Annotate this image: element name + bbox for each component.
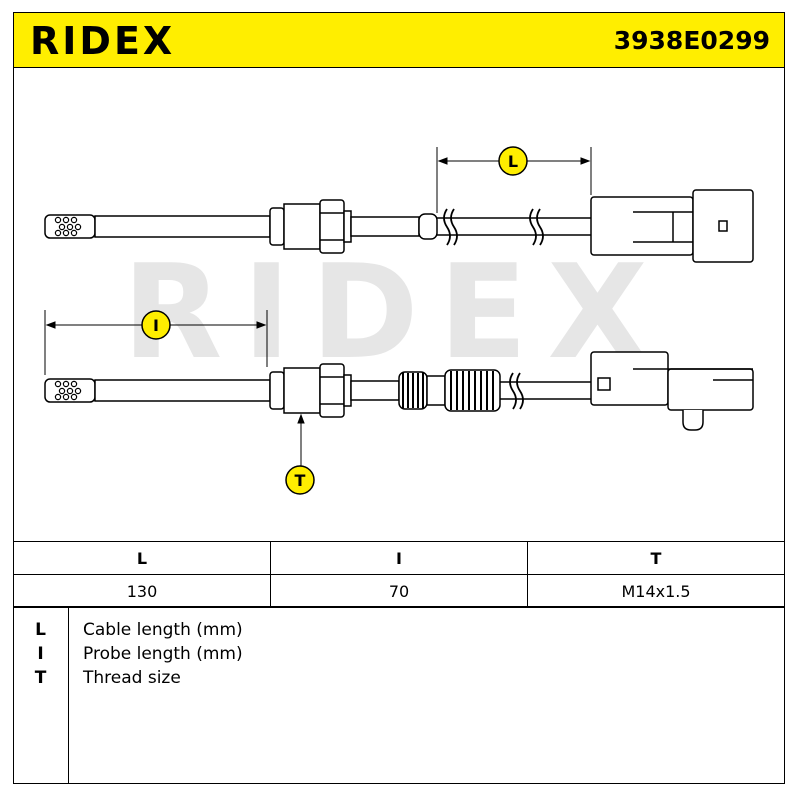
marker-i-label: I xyxy=(153,316,159,335)
legend-label: Probe length (mm) xyxy=(83,644,243,664)
spec-value-row: 130 70 M14x1.5 xyxy=(13,574,785,608)
spec-header-row: L I T xyxy=(13,541,785,575)
spec-value-i: 70 xyxy=(270,574,528,608)
sensor-top-view xyxy=(44,189,754,263)
dimension-l xyxy=(436,147,592,213)
legend-item: T Thread size xyxy=(13,666,785,690)
watermark: RIDEX xyxy=(122,236,667,388)
part-number: 3938E0299 xyxy=(613,26,770,55)
legend-item: L Cable length (mm) xyxy=(13,618,785,642)
marker-t-label: T xyxy=(295,471,306,490)
legend-item: I Probe length (mm) xyxy=(13,642,785,666)
spec-value-l: 130 xyxy=(13,574,271,608)
marker-t: T xyxy=(285,465,315,495)
legend-key: T xyxy=(34,668,47,688)
spec-value-t: M14x1.5 xyxy=(527,574,785,608)
marker-i: I xyxy=(141,310,171,340)
legend-label: Thread size xyxy=(83,668,181,688)
legend-key: L xyxy=(35,620,46,640)
spec-header-l: L xyxy=(13,541,271,575)
marker-l-label: L xyxy=(508,152,518,171)
sensor-bottom-view xyxy=(44,351,754,431)
technical-drawing: RIDEX xyxy=(13,67,785,542)
spec-table: L I T 130 70 M14x1.5 xyxy=(13,541,785,608)
page-frame xyxy=(13,12,785,784)
legend-divider xyxy=(68,606,69,784)
marker-l: L xyxy=(498,146,528,176)
legend-key: I xyxy=(37,644,44,664)
dimension-t xyxy=(297,413,305,467)
brand-logo: RIDEX xyxy=(30,19,176,63)
legend-label: Cable length (mm) xyxy=(83,620,243,640)
